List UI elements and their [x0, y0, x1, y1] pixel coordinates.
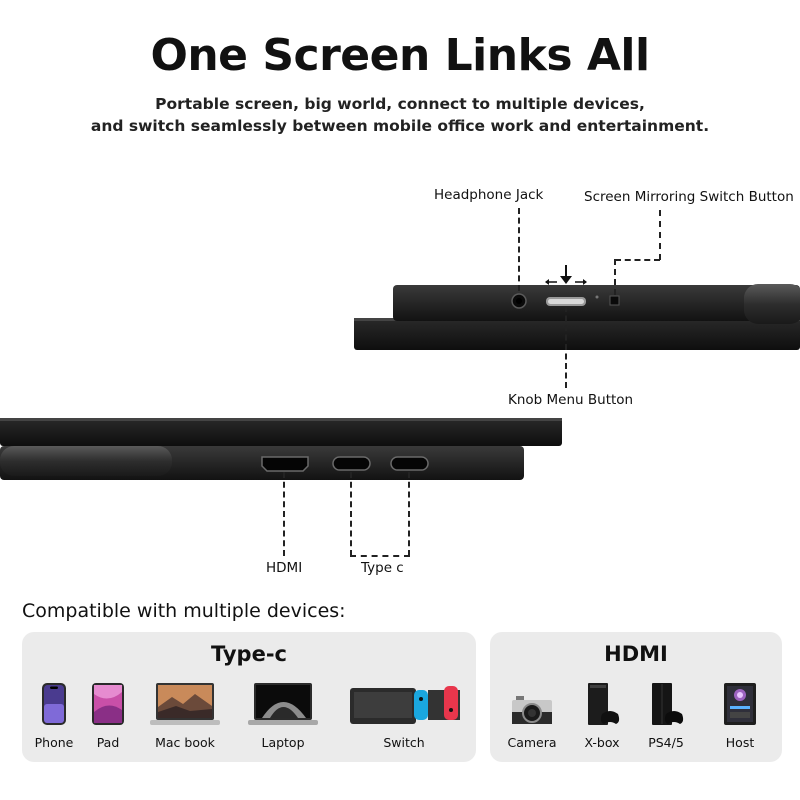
- device-pad: Pad: [88, 682, 128, 750]
- typec-panel-title: Type-c: [211, 642, 287, 666]
- mirroring-switch-button: [609, 295, 620, 306]
- page-subtitle: Portable screen, big world, connect to m…: [0, 93, 800, 137]
- phone-icon: [42, 683, 66, 725]
- headphone-jack-label: Headphone Jack: [434, 187, 544, 203]
- device-host-label: Host: [725, 735, 755, 750]
- device-playstation: PS4/5: [646, 682, 686, 750]
- headphone-jack-leader: [518, 208, 520, 291]
- monitor-illustration: [0, 265, 800, 480]
- device-host: Host: [720, 682, 760, 750]
- mirroring-switch-label: Screen Mirroring Switch Button: [584, 189, 794, 205]
- device-camera-label: Camera: [507, 735, 557, 750]
- device-xbox: X-box: [582, 682, 622, 750]
- hdmi-panel-title: HDMI: [604, 642, 668, 666]
- hdmi-panel: HDMI Camera X-box PS4/5: [490, 632, 782, 762]
- typec-leader-bottom: [350, 555, 410, 557]
- device-macbook-label: Mac book: [155, 735, 215, 750]
- knob-leader: [565, 306, 567, 388]
- knob-menu-label: Knob Menu Button: [508, 392, 634, 408]
- device-xbox-label: X-box: [584, 735, 620, 750]
- typec-port-2: [390, 456, 429, 471]
- hdmi-port: [261, 456, 309, 472]
- page-title: One Screen Links All: [150, 30, 650, 81]
- camera-icon: [512, 696, 552, 724]
- device-phone: Phone: [34, 682, 74, 750]
- mirroring-leader-v2: [614, 259, 616, 295]
- device-laptop: Laptop: [248, 682, 318, 750]
- device-playstation-label: PS4/5: [648, 735, 684, 750]
- typec-label: Type c: [361, 560, 404, 576]
- device-switch-label: Switch: [383, 735, 425, 750]
- laptop-icon: [248, 683, 318, 725]
- typec-port-1: [332, 456, 371, 471]
- playstation-icon: [652, 683, 684, 725]
- device-macbook: Mac book: [150, 682, 220, 750]
- subtitle-line-2: and switch seamlessly between mobile off…: [90, 117, 710, 135]
- compat-label: Compatible with multiple devices:: [22, 600, 346, 622]
- hdmi-label: HDMI: [266, 560, 303, 576]
- device-phone-label: Phone: [34, 735, 74, 750]
- subtitle-line-1: Portable screen, big world, connect to m…: [155, 95, 645, 113]
- typec-leader-left: [350, 472, 352, 556]
- switch-console-icon: [350, 686, 462, 724]
- pc-tower-icon: [724, 683, 756, 725]
- typec-leader-right: [408, 472, 410, 556]
- typec-panel: Type-c Phone Pad Mac book: [22, 632, 476, 762]
- device-laptop-label: Laptop: [261, 735, 305, 750]
- device-pad-label: Pad: [96, 735, 120, 750]
- xbox-icon: [588, 683, 620, 725]
- monitor-bottom-view: [0, 418, 562, 480]
- hdmi-leader: [283, 472, 285, 556]
- device-camera: Camera: [507, 682, 557, 750]
- tablet-icon: [92, 683, 124, 725]
- device-switch: Switch: [348, 682, 462, 750]
- mirroring-leader-v1: [659, 210, 661, 260]
- mirroring-leader-h: [615, 259, 660, 261]
- monitor-top-view: [354, 265, 800, 350]
- macbook-icon: [150, 683, 220, 725]
